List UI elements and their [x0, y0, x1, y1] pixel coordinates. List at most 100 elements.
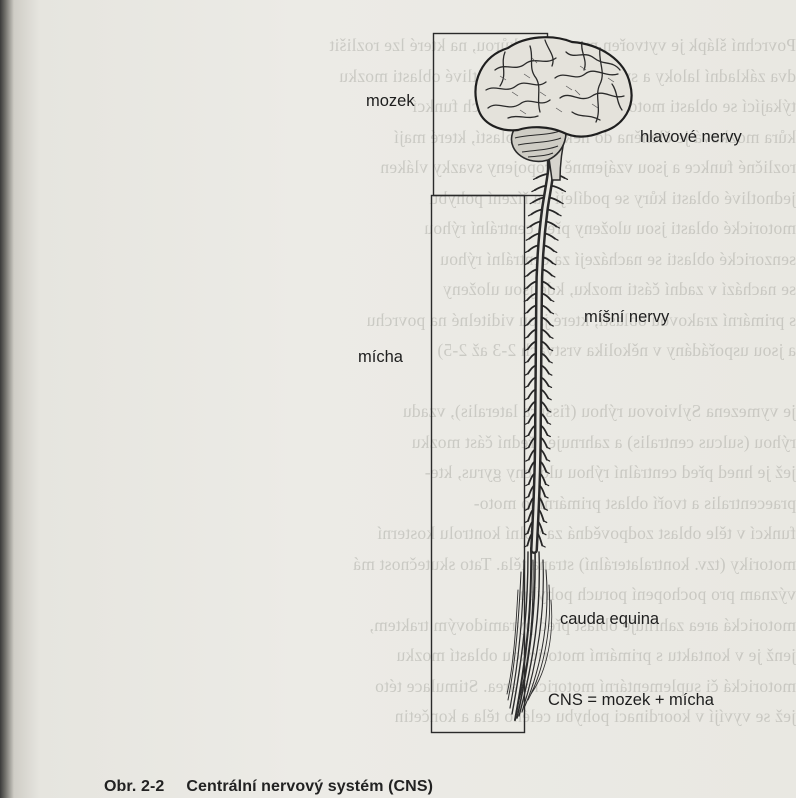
spinal-nerve-tip: [534, 178, 537, 180]
cauda-equina-drawing: [507, 548, 552, 720]
caption-number: Obr. 2-2: [104, 778, 164, 795]
spinal-nerve-tip: [554, 251, 557, 253]
spinal-nerve-root: [550, 198, 561, 203]
spinal-nerve-tip: [525, 423, 528, 425]
spinal-nerve-root: [543, 257, 552, 263]
spinal-nerve-tip: [558, 214, 561, 216]
spinal-nerve-root: [544, 245, 554, 251]
brain-drawing: [476, 37, 632, 180]
spinal-nerve-tip: [532, 190, 535, 192]
spinal-nerve-tip: [527, 226, 530, 228]
spinal-nerve-root: [527, 281, 536, 287]
spinal-nerve-root: [528, 354, 536, 362]
spinal-nerve-tip: [550, 349, 553, 351]
label-cns-equation: CNS = mozek + mícha: [548, 691, 715, 709]
spinal-nerve-tip: [550, 337, 553, 339]
spinal-nerve-root: [528, 390, 535, 399]
spinal-nerve-tip: [526, 484, 529, 486]
spinal-nerve-root: [537, 174, 548, 178]
spinal-nerve-root: [542, 306, 551, 313]
caption-title: Centrální nervový systém (CNS): [186, 778, 433, 795]
spinal-nerve-tip: [555, 239, 558, 241]
label-spinal-cord: mícha: [358, 348, 404, 366]
spinal-nerve-tip: [526, 472, 529, 474]
spinal-nerve-tip: [525, 509, 528, 511]
spinal-nerve-root: [539, 498, 544, 509]
spinal-nerve-tip: [547, 435, 550, 437]
spinal-nerve-tip: [548, 410, 551, 412]
spinal-nerve-root: [540, 486, 545, 497]
spinal-nerve-tip: [560, 202, 563, 204]
spinal-nerve-root: [541, 378, 548, 386]
spinal-nerve-root: [528, 342, 536, 350]
spinal-nerve-tip: [526, 460, 529, 462]
spinal-nerve-tip: [553, 263, 556, 265]
spinal-nerve-root: [541, 450, 547, 460]
spinal-nerve-root: [540, 474, 546, 484]
label-spinal-nerves: míšní nervy: [584, 308, 670, 326]
spinal-cord-drawing: [524, 150, 567, 550]
spinal-nerve-tip: [551, 288, 554, 290]
spinal-nerve-root: [548, 210, 558, 215]
spinal-nerve-tip: [550, 325, 553, 327]
spinal-nerve-root: [529, 233, 539, 238]
spinal-nerve-root: [528, 402, 535, 411]
spinal-nerve-tip: [548, 423, 551, 425]
spinal-nerve-tip: [525, 410, 528, 412]
spinal-nerve-tip: [544, 509, 547, 511]
spinal-nerve-root: [542, 330, 550, 337]
spinal-nerve-root: [542, 293, 551, 300]
spinal-nerve-tip: [526, 496, 529, 498]
spinal-nerve-root: [528, 318, 536, 325]
spinal-nerve-root: [543, 269, 552, 275]
spinal-nerve-tip: [543, 533, 546, 535]
spinal-nerve-root: [528, 245, 538, 251]
spinal-nerve-tip: [551, 312, 554, 314]
spinal-nerve-tip: [545, 496, 548, 498]
spinal-nerve-tip: [525, 251, 528, 253]
spinal-nerve-root: [541, 438, 547, 448]
spinal-nerve-tip: [556, 226, 559, 228]
spinal-nerve-root: [546, 221, 556, 226]
spinal-nerve-root: [531, 210, 541, 215]
figure-caption: Obr. 2-2 Centrální nervový systém (CNS): [104, 778, 564, 796]
spinal-nerve-tip: [551, 300, 554, 302]
spinal-nerve-tip: [565, 178, 568, 180]
spinal-nerve-root: [528, 366, 535, 374]
spinal-nerve-tip: [547, 447, 550, 449]
spinal-nerve-tip: [525, 263, 528, 265]
spinal-nerve-tip: [525, 386, 528, 388]
label-cranial-nerves: hlavové nervy: [640, 128, 743, 146]
spinal-nerve-tip: [530, 202, 533, 204]
spinal-nerve-tip: [528, 214, 531, 216]
spinal-nerve-tip: [525, 374, 528, 376]
spinal-nerve-root: [541, 366, 548, 374]
spinal-nerve-tip: [562, 190, 565, 192]
label-brain: mozek: [366, 92, 415, 110]
label-cauda-equina: cauda equina: [560, 610, 660, 628]
spinal-nerve-tip: [526, 447, 529, 449]
spinal-nerve-root: [527, 293, 536, 300]
spinal-nerve-root: [542, 281, 551, 287]
spinal-nerve-root: [539, 510, 544, 521]
spinal-nerve-tip: [525, 521, 528, 523]
spinal-nerve-root: [528, 378, 535, 386]
spinal-nerve-tip: [525, 361, 528, 363]
spinal-nerve-root: [542, 318, 550, 325]
spinal-nerve-tip: [549, 374, 552, 376]
spinal-nerve-root: [530, 221, 540, 226]
spinal-nerve-root: [542, 354, 550, 362]
spinal-nerve-tip: [526, 239, 529, 241]
spinal-nerve-tip: [546, 472, 549, 474]
spinal-nerve-root: [541, 462, 547, 472]
spinal-nerve-tip: [547, 460, 550, 462]
spinal-nerve-tip: [549, 386, 552, 388]
spinal-cord-box: [432, 196, 525, 733]
spinal-nerve-root: [527, 269, 536, 275]
spinal-nerve-root: [527, 306, 536, 313]
spinal-nerve-tip: [548, 398, 551, 400]
spinal-nerve-root: [528, 257, 537, 263]
spinal-nerve-tip: [549, 361, 552, 363]
